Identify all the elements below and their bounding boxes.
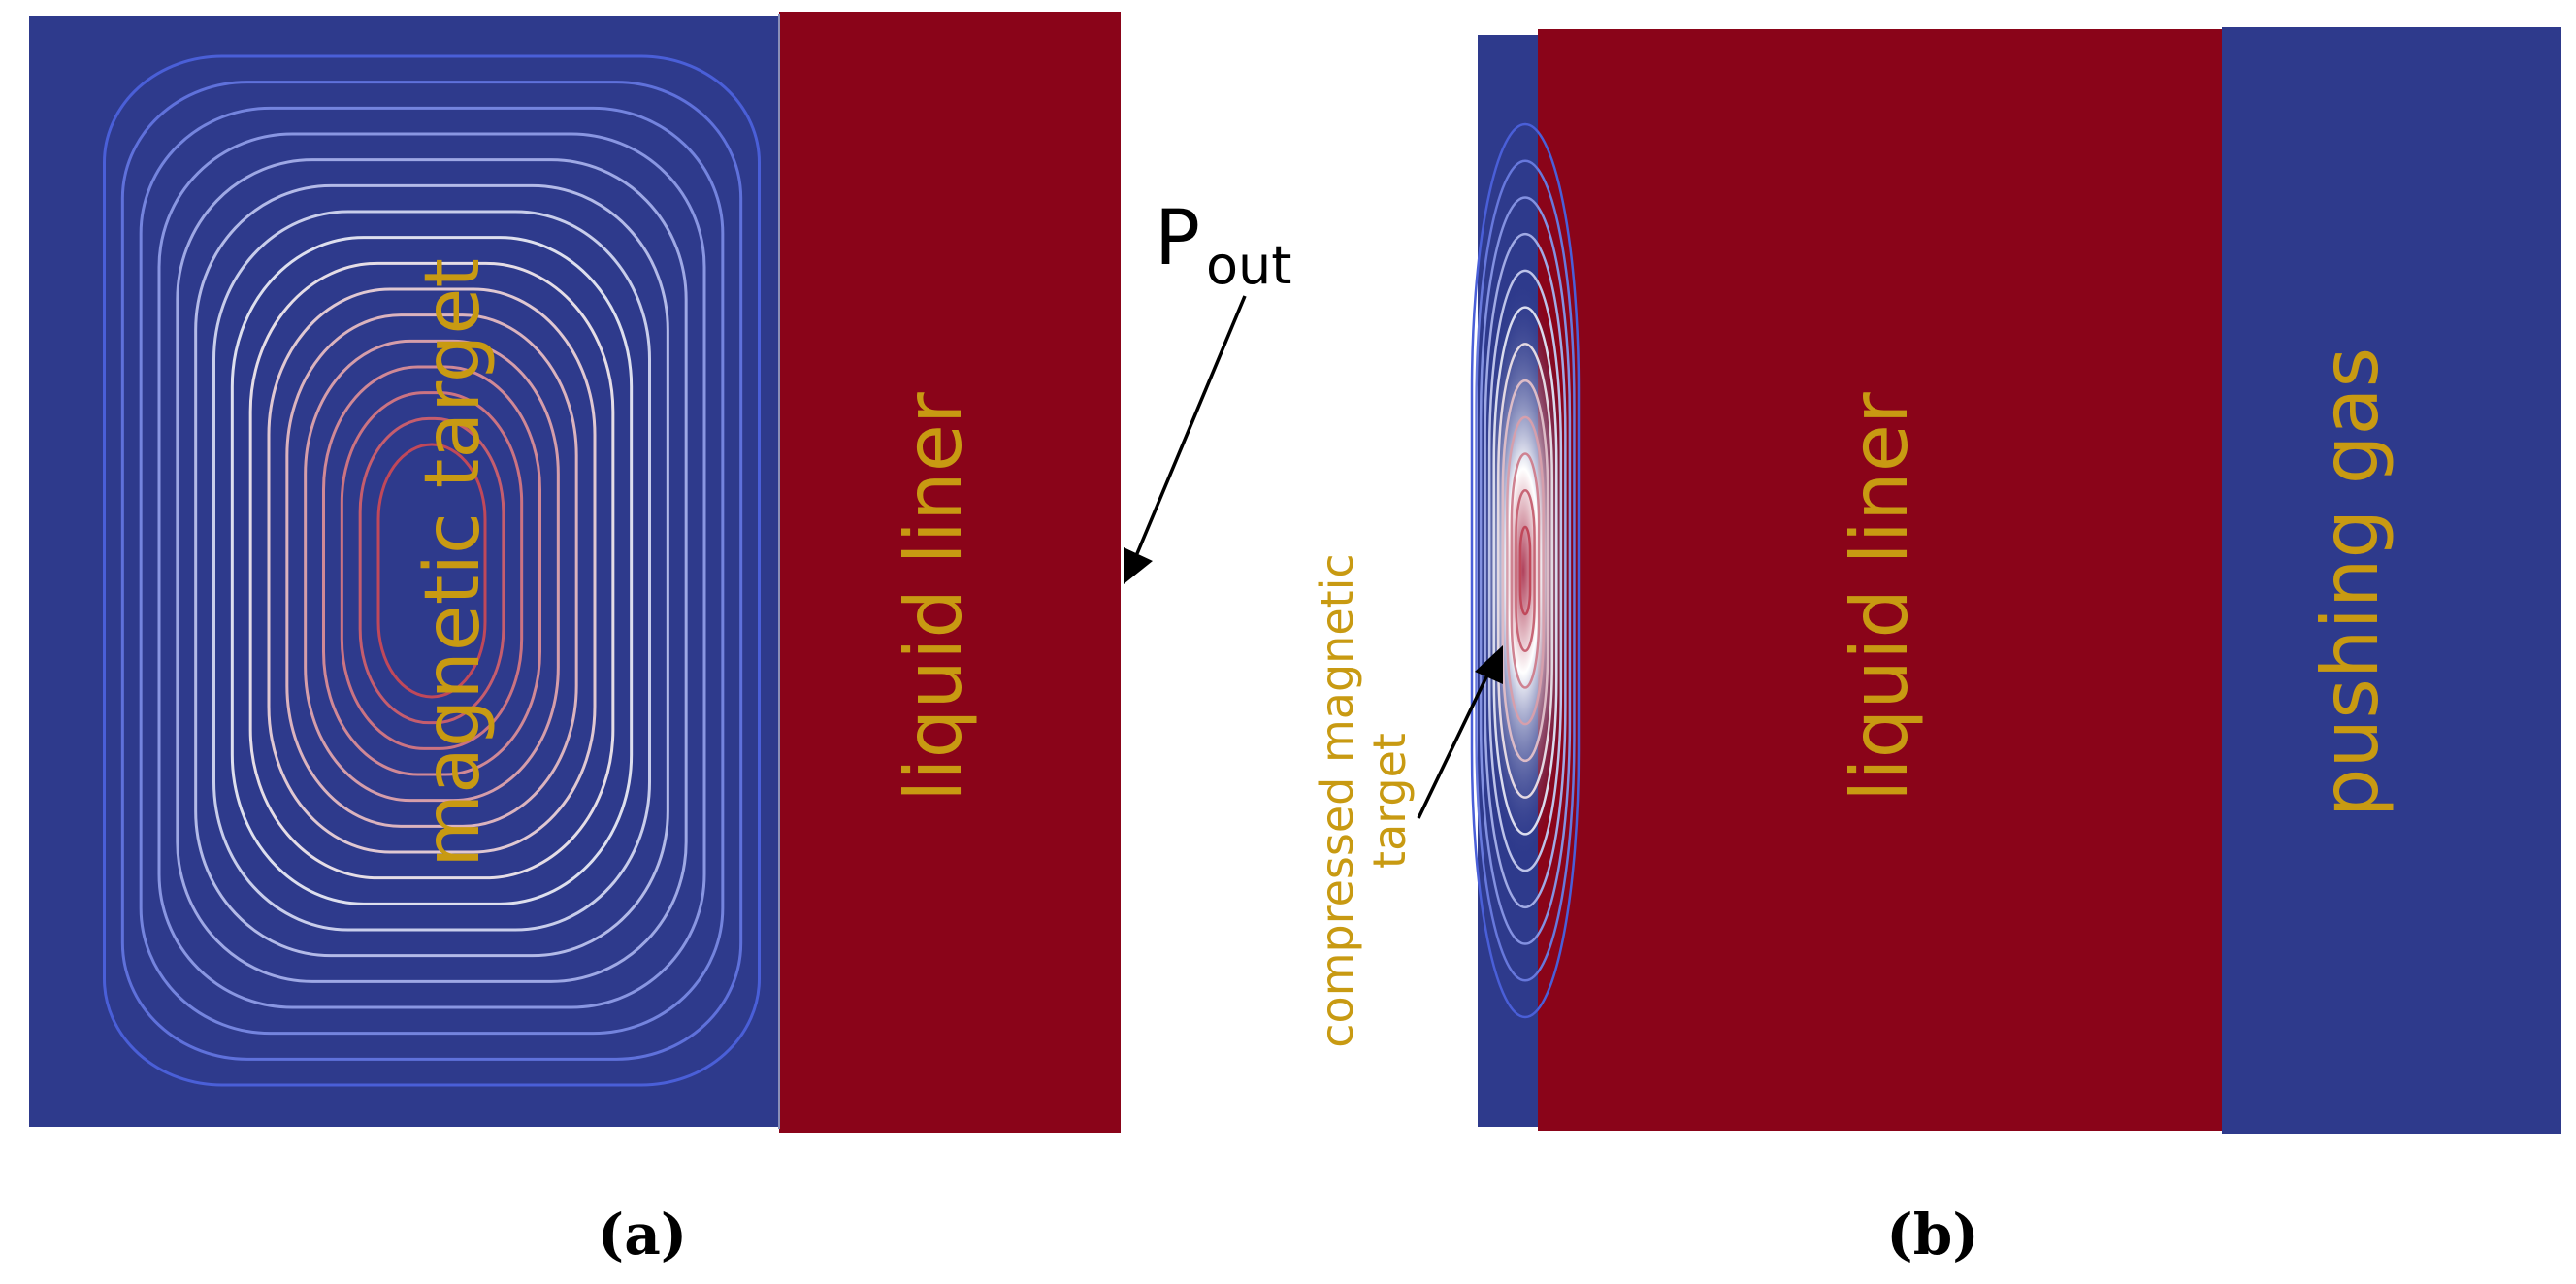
contour-line <box>248 261 615 880</box>
pressure-arrow <box>1124 295 1247 584</box>
pressure-symbol: P <box>1155 195 1200 282</box>
liquid-liner-region-a <box>779 12 1121 1133</box>
contour-line <box>1515 489 1536 652</box>
compressed-target-label-line2: target <box>1363 733 1416 869</box>
contour-line <box>120 81 743 1061</box>
contour-line <box>1470 122 1581 1019</box>
contour-line <box>1510 452 1541 689</box>
contour-line <box>1479 196 1572 945</box>
liquid-liner-region-b <box>1538 29 2222 1131</box>
contour-line <box>1518 525 1532 616</box>
contour-line <box>1487 269 1563 872</box>
contour-line <box>176 158 688 983</box>
pushing-gas-region <box>2222 27 2561 1134</box>
pressure-subscript: out <box>1206 235 1291 296</box>
contour-line <box>1484 232 1567 909</box>
field-contours-a <box>103 54 761 1087</box>
contour-line <box>340 391 524 750</box>
panel-a: magnetic target liquid liner P out (a) <box>29 12 1291 1268</box>
contour-line <box>322 365 541 776</box>
contour-line <box>1497 343 1553 799</box>
contour-line <box>1506 415 1545 726</box>
caption-a: (a) <box>598 1202 687 1268</box>
caption-b: (b) <box>1886 1202 1978 1268</box>
contour-line <box>267 287 597 854</box>
contour-line <box>376 443 487 699</box>
liquid-liner-label-a: liquid liner <box>889 392 979 802</box>
pushing-gas-label: pushing gas <box>2305 347 2396 818</box>
magnetic-target-region-a <box>29 16 779 1127</box>
contour-line <box>1492 306 1558 836</box>
field-contours-b <box>1470 122 1581 1019</box>
contour-line <box>1501 379 1549 763</box>
pressure-out-label: P out <box>1155 195 1291 296</box>
contour-line <box>212 210 651 932</box>
compressed-target-arrow <box>1417 645 1503 819</box>
contour-line <box>1475 159 1576 982</box>
contour-line <box>230 236 634 905</box>
contour-line <box>358 416 505 725</box>
contour-line <box>157 132 706 1009</box>
contour-line <box>304 339 560 803</box>
contour-line <box>194 183 669 958</box>
contour-line <box>285 313 578 828</box>
contour-line <box>139 106 725 1036</box>
liquid-liner-label-b: liquid liner <box>1835 392 1925 802</box>
contour-line <box>103 54 761 1087</box>
panel-b: compressed magnetic target liquid liner … <box>1311 27 2561 1268</box>
magnetic-target-label: magnetic target <box>409 258 497 868</box>
compressed-target-label-line1: compressed magnetic <box>1311 553 1363 1047</box>
